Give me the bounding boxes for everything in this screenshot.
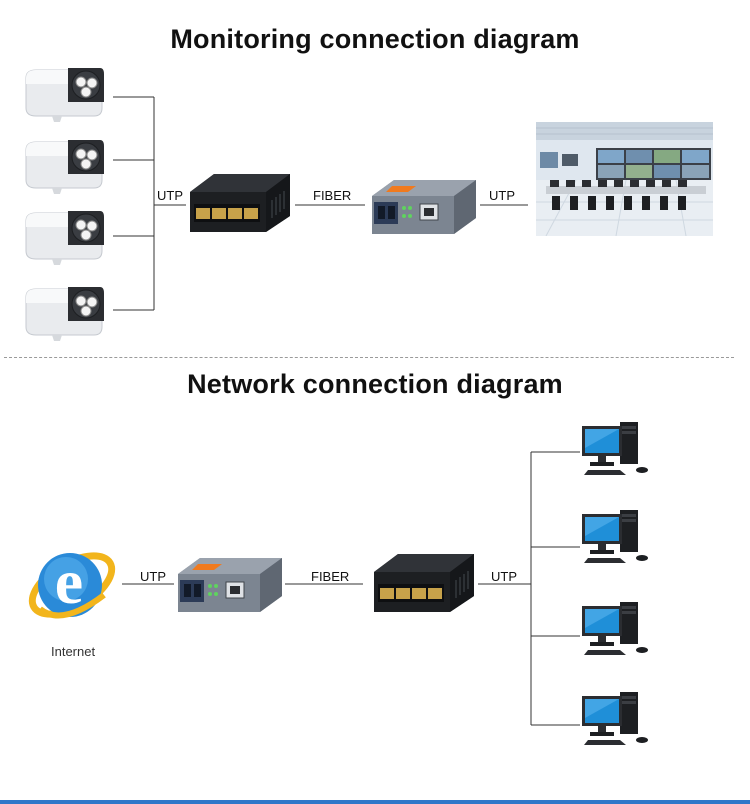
utp-label: UTP bbox=[140, 569, 166, 584]
camera bbox=[25, 140, 104, 194]
network-switch bbox=[374, 554, 474, 612]
desktop-computer bbox=[582, 510, 648, 563]
camera bbox=[25, 68, 104, 122]
desktop-computer bbox=[582, 692, 648, 745]
camera bbox=[25, 211, 104, 265]
svg-text:e: e bbox=[55, 546, 83, 617]
network-switch bbox=[190, 174, 290, 232]
camera bbox=[25, 287, 104, 341]
utp-label: UTP bbox=[157, 188, 183, 203]
media-converter bbox=[178, 558, 282, 612]
internet-explorer-icon: e bbox=[28, 546, 116, 619]
utp-label: UTP bbox=[491, 569, 517, 584]
utp-label: UTP bbox=[489, 188, 515, 203]
internet-label: Internet bbox=[51, 644, 96, 659]
control-room-image bbox=[536, 122, 713, 236]
fiber-label: FIBER bbox=[311, 569, 350, 584]
desktop-computer bbox=[582, 422, 648, 475]
desktop-computer bbox=[582, 602, 648, 655]
monitoring-diagram-title: Monitoring connection diagram bbox=[170, 24, 580, 54]
section-divider bbox=[4, 357, 734, 358]
network-diagram-title: Network connection diagram bbox=[187, 369, 563, 399]
bottom-accent-bar bbox=[0, 800, 750, 804]
media-converter bbox=[372, 180, 476, 234]
fiber-label: FIBER bbox=[313, 188, 352, 203]
